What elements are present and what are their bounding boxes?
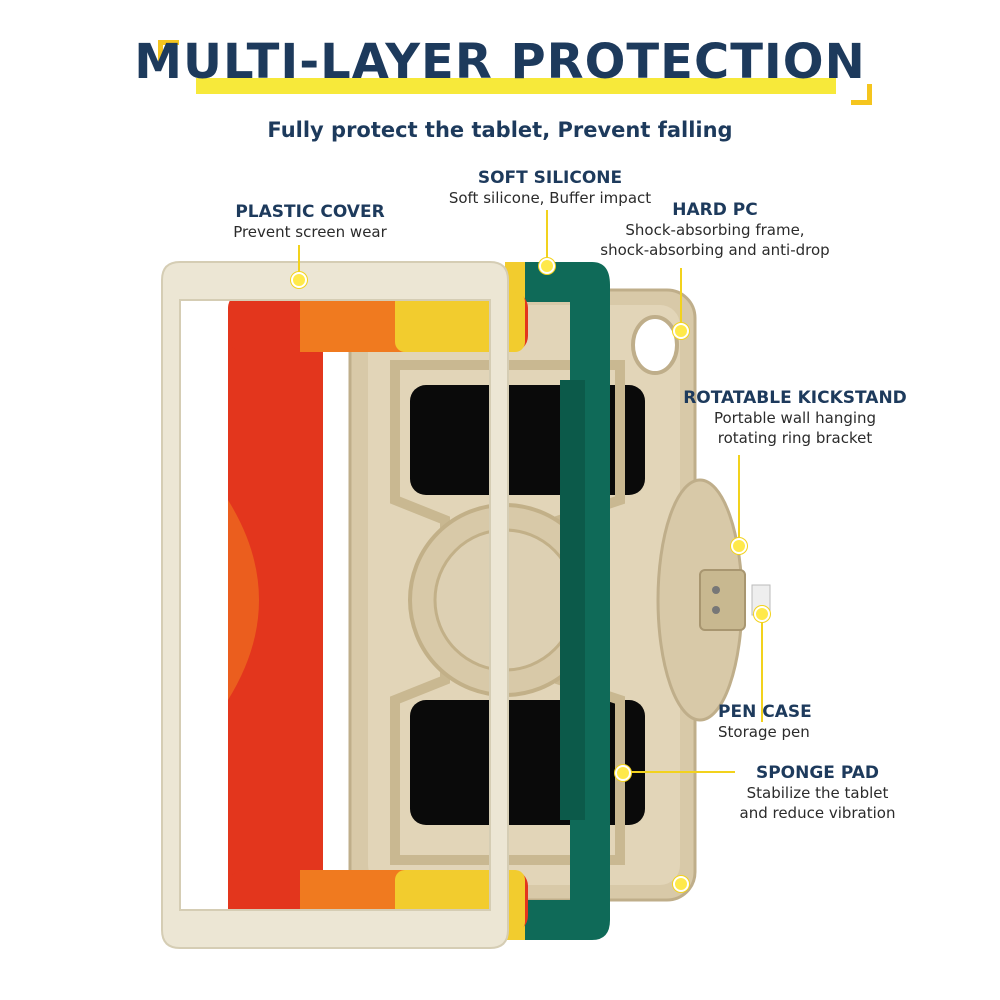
hard-pc-dot [673,323,689,339]
plastic-cover-leader [298,245,300,280]
soft-silicone-dot [539,258,555,274]
hard-pc-callout: HARD PC Shock-absorbing frame, shock-abs… [575,200,855,260]
hard-pc-desc-line2: shock-absorbing and anti-drop [600,241,830,259]
soft-silicone-callout: SOFT SILICONE Soft silicone, Buffer impa… [440,168,660,208]
plastic-cover [161,261,509,949]
kickstand-callout: ROTATABLE KICKSTAND Portable wall hangin… [680,388,910,448]
sponge-pad-callout: SPONGE PAD Stabilize the tablet and redu… [730,763,905,823]
soft-silicone-title: SOFT SILICONE [477,168,623,188]
kickstand-desc-line2: rotating ring bracket [717,429,873,447]
bottom-shell-dot [673,876,689,892]
plastic-cover-title: PLASTIC COVER [235,202,385,222]
soft-silicone-desc: Soft silicone, Buffer impact [448,189,652,207]
soft-silicone-leader [546,210,548,265]
kickstand [656,478,771,722]
sponge-pad-desc-line2: and reduce vibration [739,804,896,822]
sponge-pad-title: SPONGE PAD [755,763,880,783]
sponge-pad-leader [625,771,735,773]
hard-pc-title: HARD PC [672,200,758,220]
plastic-cover-callout: PLASTIC COVER Prevent screen wear [210,202,410,242]
pen-case-desc: Storage pen [718,723,810,741]
corner-bracket-top-left [158,40,179,61]
pen-case-leader-vertical [761,612,763,722]
kickstand-desc-line1: Portable wall hanging [713,409,877,427]
title-highlight [196,78,836,94]
hard-pc-desc-line1: Shock-absorbing frame, [625,221,805,239]
page-title: MULTI-LAYER PROTECTION [134,34,866,90]
corner-bracket-bottom-right [851,84,872,105]
kickstand-leader [738,455,740,540]
plastic-cover-dot [291,272,307,288]
pen-case-title: PEN CASE [718,702,812,722]
pen-case-dot [754,606,770,622]
pen-case-callout: PEN CASE Storage pen [718,702,878,742]
sponge-pad-desc-line1: Stabilize the tablet [746,784,889,802]
sponge-pad-dot [615,765,631,781]
hard-pc-leader [680,268,682,328]
page-subtitle: Fully protect the tablet, Prevent fallin… [267,118,733,142]
kickstand-title: ROTATABLE KICKSTAND [683,388,907,408]
kickstand-dot [731,538,747,554]
plastic-cover-desc: Prevent screen wear [233,223,387,241]
